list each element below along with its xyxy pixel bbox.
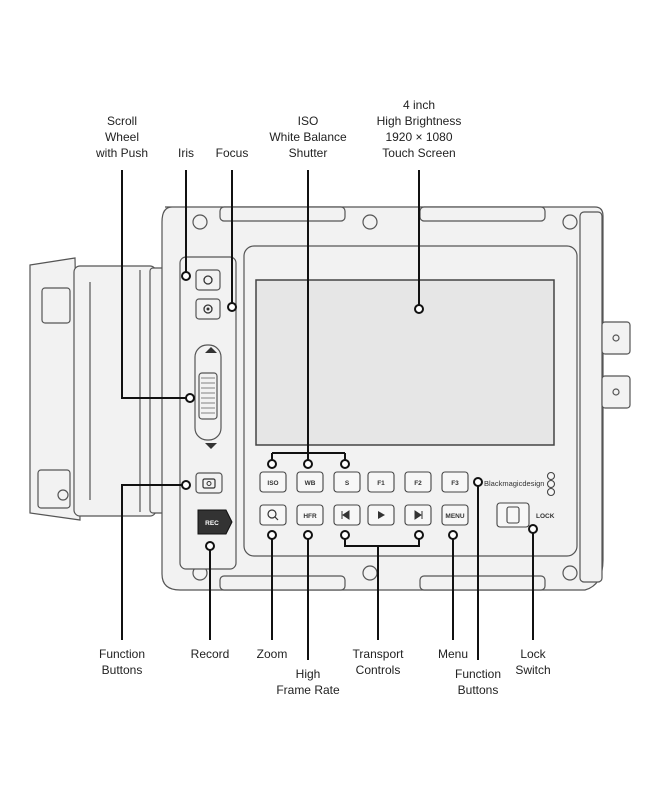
callout-dot — [528, 524, 538, 534]
label-function-buttons-right: Function Buttons — [454, 667, 502, 697]
label-focus: Focus — [215, 146, 249, 160]
callout-dot — [185, 393, 195, 403]
hfr-button-label: HFR — [303, 513, 317, 520]
skip-back-icon — [341, 510, 350, 520]
scroll-up-icon — [205, 347, 217, 353]
callout-dot — [473, 477, 483, 487]
s-button-label: S — [345, 480, 350, 487]
rec-label: REC — [205, 520, 219, 527]
f2-button — [404, 471, 432, 493]
iris-icon — [203, 275, 213, 285]
callout-dot — [181, 480, 191, 490]
iso-button — [259, 471, 287, 493]
focus-icon — [203, 304, 213, 314]
lock-label: LOCK — [536, 513, 555, 520]
callout-dot — [227, 302, 237, 312]
callout-dot — [267, 459, 277, 469]
zoom-button — [259, 504, 287, 526]
callout-dot — [303, 530, 313, 540]
callout-dot — [205, 541, 215, 551]
callout-dot — [448, 530, 458, 540]
label-zoom: Zoom — [256, 647, 288, 661]
f3-button-label: F3 — [451, 480, 459, 487]
menu-button-label: MENU — [445, 513, 464, 520]
label-function-buttons-left: Function Buttons — [98, 647, 146, 677]
callout-dot — [340, 530, 350, 540]
label-lock-switch: Lock Switch — [515, 647, 551, 677]
wb-button-label: WB — [305, 480, 316, 487]
zoom-icon — [267, 509, 279, 521]
iso-button-label: ISO — [267, 480, 278, 487]
label-iso-wb-shutter: ISO White Balance Shutter — [269, 114, 347, 160]
lens-mount — [29, 257, 179, 521]
record-button — [197, 509, 233, 535]
touch-screen — [255, 279, 555, 446]
callout-dot — [340, 459, 350, 469]
label-high-frame-rate: High Frame Rate — [276, 667, 340, 697]
wb-button — [296, 471, 324, 493]
f2-button-label: F2 — [414, 480, 422, 487]
callout-dot — [414, 304, 424, 314]
f1-button-label: F1 — [377, 480, 385, 487]
label-record: Record — [190, 647, 230, 661]
callout-dot — [181, 271, 191, 281]
camera-button — [195, 472, 223, 494]
iris-button — [195, 269, 221, 291]
hfr-button — [296, 504, 324, 526]
menu-button — [441, 504, 469, 526]
camera-icon — [202, 478, 216, 489]
brand-logo: Blackmagicdesign — [484, 479, 544, 488]
callout-dot — [414, 530, 424, 540]
label-scroll-wheel: Scroll Wheel with Push — [95, 114, 149, 160]
skip-forward-icon — [414, 510, 423, 520]
callout-dot — [303, 459, 313, 469]
f3-button — [441, 471, 469, 493]
f1-button — [367, 471, 395, 493]
s-button — [333, 471, 361, 493]
scroll-down-icon — [205, 443, 217, 449]
label-menu: Menu — [437, 647, 469, 661]
label-touch-screen: 4 inch High Brightness 1920 × 1080 Touch… — [376, 98, 462, 160]
callout-dot — [267, 530, 277, 540]
label-transport-controls: Transport Controls — [352, 647, 404, 677]
play-icon — [378, 511, 385, 519]
label-iris: Iris — [178, 146, 194, 160]
